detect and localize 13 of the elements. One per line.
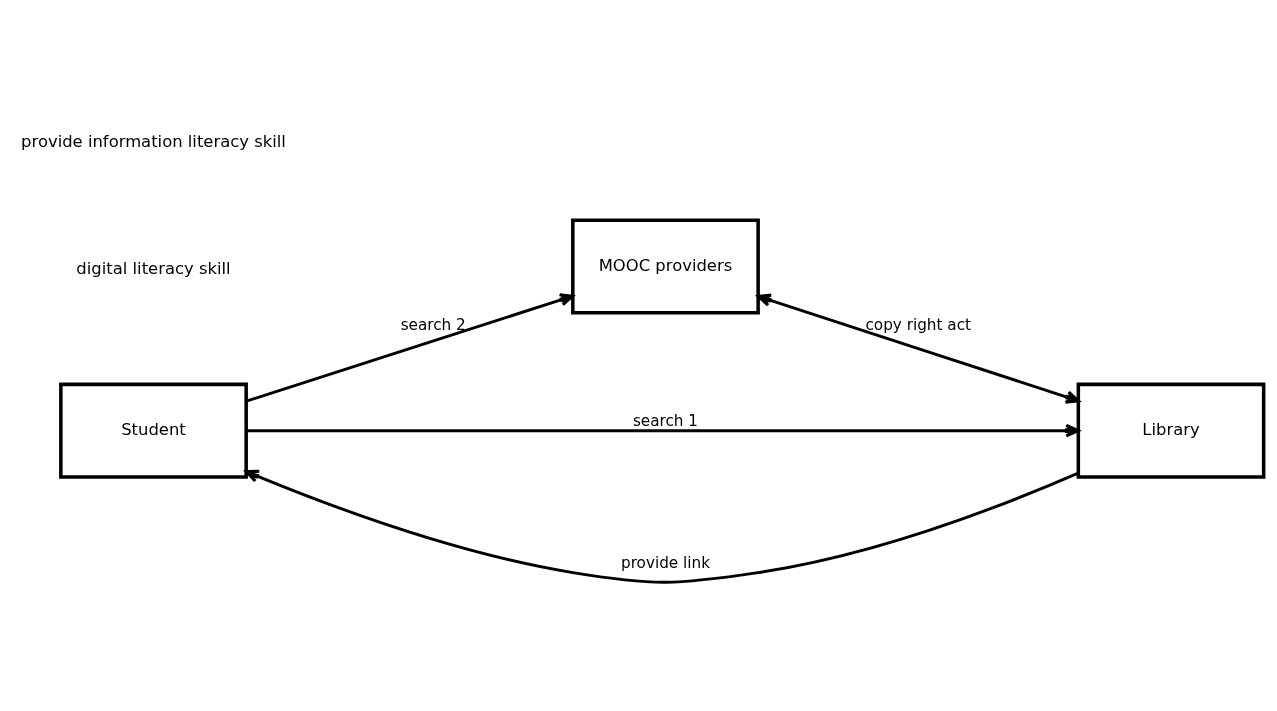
node-box: Student <box>59 382 248 479</box>
edge-label: search 1 <box>632 412 699 431</box>
node-box: MOOC providers <box>571 218 760 315</box>
edge-label: copy right act <box>865 316 972 335</box>
arrow <box>756 293 1080 404</box>
label: digital literacy skill <box>76 259 231 279</box>
edge-label: search 2 <box>400 316 466 335</box>
label: provide information literacy skill <box>21 131 286 151</box>
arrow <box>246 423 1080 438</box>
arrow <box>244 469 1079 584</box>
edge-label: provide link <box>620 554 710 573</box>
node-box: Library <box>1076 382 1266 479</box>
arrow <box>245 293 574 403</box>
